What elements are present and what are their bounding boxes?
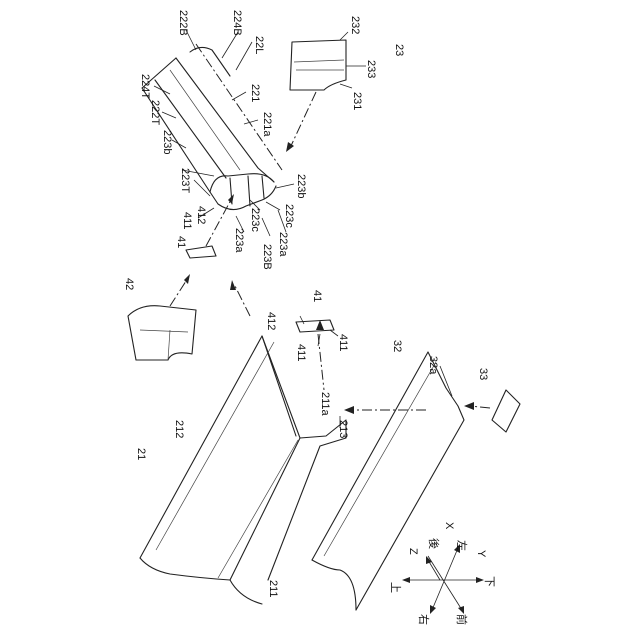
bracket-23 bbox=[286, 40, 346, 152]
label-232: 232 bbox=[349, 16, 361, 34]
label-42: 42 bbox=[123, 278, 135, 290]
label-211a: 211a bbox=[319, 392, 331, 417]
label-224T: 224T bbox=[139, 74, 151, 99]
label-223c-left: 223c bbox=[249, 208, 261, 232]
label-223c-right: 223c bbox=[283, 204, 295, 228]
label-223a-left: 223a bbox=[233, 228, 245, 253]
label-223T: 223T bbox=[179, 168, 191, 193]
label-41-top: 41 bbox=[175, 236, 187, 248]
label-412-top: 412 bbox=[195, 206, 207, 224]
axis-label-x: X bbox=[443, 522, 455, 530]
label-411-mid-left: 411 bbox=[295, 344, 307, 362]
label-21: 21 bbox=[135, 448, 147, 460]
axis-label-left: 左 bbox=[455, 540, 468, 551]
axis-label-z: Z bbox=[407, 548, 419, 555]
label-222B: 222B bbox=[177, 10, 189, 36]
label-233: 233 bbox=[365, 60, 377, 78]
label-411-mid-right: 411 bbox=[337, 334, 349, 352]
label-411-top: 411 bbox=[181, 212, 193, 230]
label-223b-top: 223b bbox=[161, 130, 173, 154]
label-23: 23 bbox=[393, 44, 405, 56]
axis-label-front: 前 bbox=[455, 614, 469, 625]
axis-label-back: 後 bbox=[427, 538, 441, 549]
label-213: 213 bbox=[337, 420, 349, 438]
label-222T: 222T bbox=[149, 100, 161, 125]
label-223B: 223B bbox=[261, 244, 273, 270]
label-41-mid: 41 bbox=[311, 290, 323, 302]
label-221: 221 bbox=[249, 84, 261, 102]
label-412-mid: 412 bbox=[265, 312, 277, 330]
pad-33 bbox=[464, 390, 520, 432]
label-32: 32 bbox=[391, 340, 403, 352]
label-211: 211 bbox=[267, 580, 279, 598]
label-221a: 221a bbox=[261, 112, 273, 137]
axis-label-y: Y bbox=[475, 550, 487, 558]
label-212: 212 bbox=[173, 420, 185, 438]
label-22L: 22L bbox=[253, 36, 265, 54]
direction-legend: 上 下 右 前 後 左 X Y Z bbox=[389, 522, 496, 625]
label-223b-right: 223b bbox=[295, 174, 307, 198]
bracket-42 bbox=[128, 274, 196, 360]
axis-label-right: 右 bbox=[417, 614, 431, 625]
axis-label-down: 下 bbox=[483, 576, 496, 587]
label-33: 33 bbox=[477, 368, 489, 380]
axis-label-up: 上 bbox=[389, 582, 402, 593]
label-223a-right: 223a bbox=[277, 232, 289, 257]
label-224B: 224B bbox=[231, 10, 243, 36]
label-32a: 32a bbox=[427, 356, 439, 375]
part-labels: 222B 224B 22L 224T 221 222T 221a 223b 22… bbox=[123, 10, 489, 598]
member-22 bbox=[142, 44, 282, 210]
label-231: 231 bbox=[351, 92, 363, 110]
plate-32 bbox=[312, 352, 464, 610]
